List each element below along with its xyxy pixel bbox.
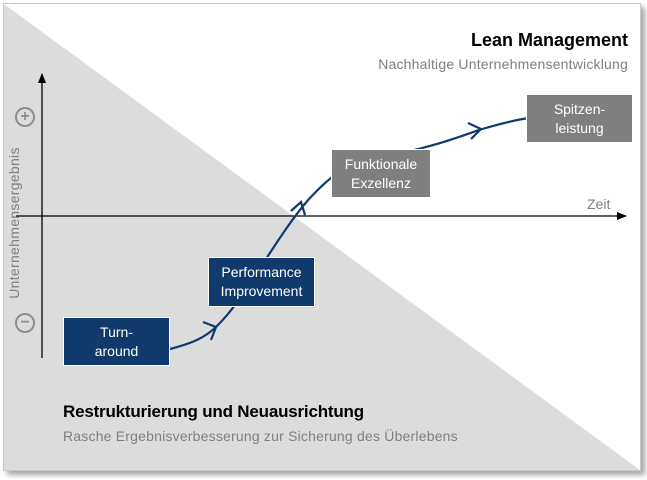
stage-spitzenleistung-line2: leistung <box>555 119 604 136</box>
axes-and-curve <box>16 73 627 358</box>
curve-arrowhead-2 <box>290 200 307 216</box>
curve-arrowhead-1 <box>202 320 218 341</box>
stage-performance-line1: Performance <box>221 264 302 280</box>
stage-funktionale-exzellenz: Funktionale Exzellenz <box>331 149 431 198</box>
x-axis-label: Zeit <box>587 196 611 212</box>
restructuring-title: Restrukturierung und Neuausrichtung <box>63 402 364 421</box>
stage-performance-improvement: Performance Improvement <box>208 257 315 307</box>
minus-icon: − <box>15 313 35 333</box>
growth-curve <box>169 116 530 351</box>
restructuring-subtitle: Rasche Ergebnisverbesserung zur Sicherun… <box>63 428 458 444</box>
lean-management-title: Lean Management <box>470 30 628 50</box>
stage-performance-line2: Improvement <box>220 283 303 299</box>
stage-funktionale-line1: Funktionale <box>344 155 418 172</box>
curve-arrowhead-3 <box>467 122 483 140</box>
stage-spitzenleistung: Spitzen- leistung <box>526 94 633 143</box>
stage-turnaround-line1: Turn- <box>100 323 133 340</box>
diagram-frame: Lean Management Nachhaltige Unternehmens… <box>3 3 641 471</box>
plus-icon: + <box>15 107 35 127</box>
stage-turnaround-line2: around <box>94 342 139 359</box>
stage-turnaround: Turn- around <box>63 317 170 366</box>
stage-funktionale-line2: Exzellenz <box>351 174 411 191</box>
stage-spitzenleistung-line1: Spitzen- <box>553 100 606 117</box>
lean-management-subtitle: Nachhaltige Unternehmensentwicklung <box>378 56 628 72</box>
y-axis-label: Unternehmensergebnis <box>6 147 22 299</box>
